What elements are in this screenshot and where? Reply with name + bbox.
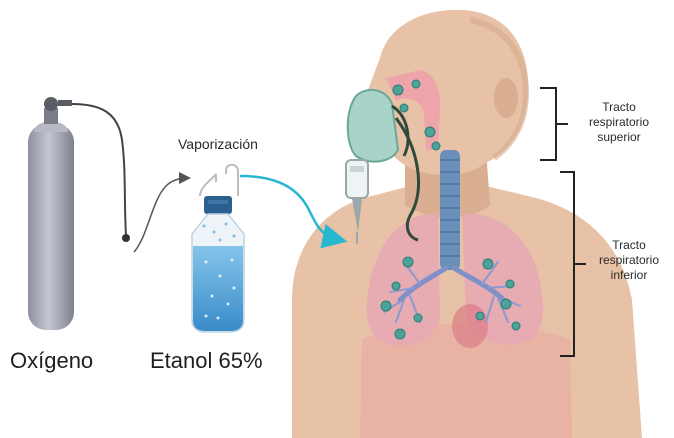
bracket-upper-tract: [540, 88, 568, 160]
virus-icon: [412, 80, 420, 88]
ethanol-bottle-icon: [192, 165, 244, 332]
virus-icon: [400, 104, 408, 112]
virus-icon: [506, 280, 514, 288]
virus-icon: [393, 85, 403, 95]
label-lower-tract: Tracto respiratorio inferior: [594, 238, 664, 283]
label-upper-tract: Tracto respiratorio superior: [576, 100, 662, 145]
virus-icon: [395, 329, 405, 339]
label-oxygen: Oxígeno: [10, 348, 93, 374]
virus-icon: [501, 299, 511, 309]
oxygen-cylinder-icon: [28, 97, 130, 330]
virus-icon: [381, 301, 391, 311]
virus-icon: [476, 312, 484, 320]
virus-icon: [432, 142, 440, 150]
flow-arrow-oxygen-to-bottle: [134, 178, 188, 252]
virus-icon: [392, 282, 400, 290]
label-ethanol: Etanol 65%: [150, 348, 263, 374]
virus-icon: [483, 259, 493, 269]
virus-icon: [512, 322, 520, 330]
label-vaporization: Vaporización: [178, 136, 258, 152]
virus-icon: [425, 127, 435, 137]
virus-icon: [414, 314, 422, 322]
virus-icon: [403, 257, 413, 267]
